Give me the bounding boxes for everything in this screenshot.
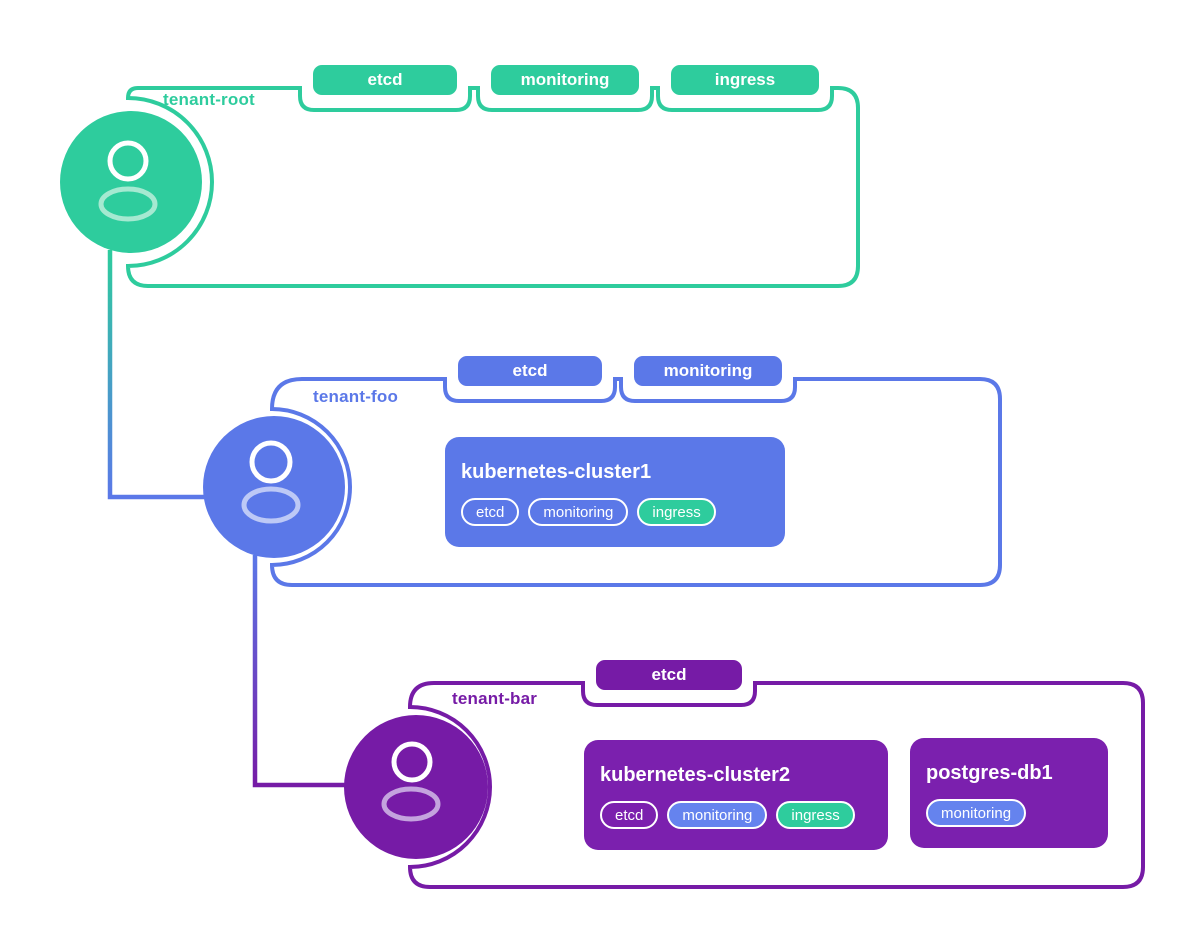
pill-ingress: ingress [637, 498, 716, 526]
user-icon [107, 140, 149, 182]
user-icon-body [381, 786, 441, 822]
tenant-root-tab-etcd: etcd [310, 62, 460, 98]
workload-card-postgres-db1: postgres-db1 monitoring [910, 738, 1108, 848]
tenant-foo-avatar [203, 416, 345, 558]
workload-card-kubernetes-cluster2: kubernetes-cluster2 etcd monitoring ingr… [584, 740, 888, 850]
pill-ingress: ingress [776, 801, 855, 829]
workload-pills: etcd monitoring ingress [461, 498, 769, 526]
workload-title: kubernetes-cluster2 [600, 764, 791, 786]
avatar-circle [60, 111, 202, 253]
pill-monitoring: monitoring [667, 801, 768, 829]
tenant-bar-container [407, 681, 1145, 889]
workload-card-kubernetes-cluster1: kubernetes-cluster1 etcd monitoring ingr… [445, 437, 785, 547]
user-icon [391, 741, 433, 783]
tenant-root-container [125, 86, 860, 288]
user-icon [249, 440, 293, 484]
connector-root-to-foo [107, 250, 206, 500]
tenant-root-label: tenant-root [163, 90, 255, 109]
tenant-root-tab-monitoring: monitoring [488, 62, 642, 98]
tenant-foo-label: tenant-foo [313, 387, 399, 406]
user-icon-body [98, 186, 158, 222]
workload-title: kubernetes-cluster1 [461, 461, 652, 483]
user-icon-body [241, 486, 301, 524]
tenant-bar-avatar [344, 715, 488, 859]
workload-pills: monitoring [926, 799, 1092, 827]
tenant-root-avatar [60, 111, 202, 253]
connector-foo-to-bar [252, 555, 346, 788]
tenant-foo-container [269, 377, 1002, 587]
tenant-bar-tab-etcd: etcd [593, 657, 745, 693]
tenant-foo-tab-monitoring: monitoring [631, 353, 785, 389]
pill-monitoring: monitoring [528, 498, 629, 526]
pill-etcd: etcd [461, 498, 520, 526]
workload-pills: etcd monitoring ingress [600, 801, 872, 829]
tenant-foo-tab-etcd: etcd [455, 353, 605, 389]
tenant-root-tab-ingress: ingress [668, 62, 822, 98]
pill-monitoring: monitoring [926, 799, 1027, 827]
workload-title: postgres-db1 [926, 762, 1053, 784]
tenant-bar-label: tenant-bar [452, 689, 538, 708]
pill-etcd: etcd [600, 801, 659, 829]
